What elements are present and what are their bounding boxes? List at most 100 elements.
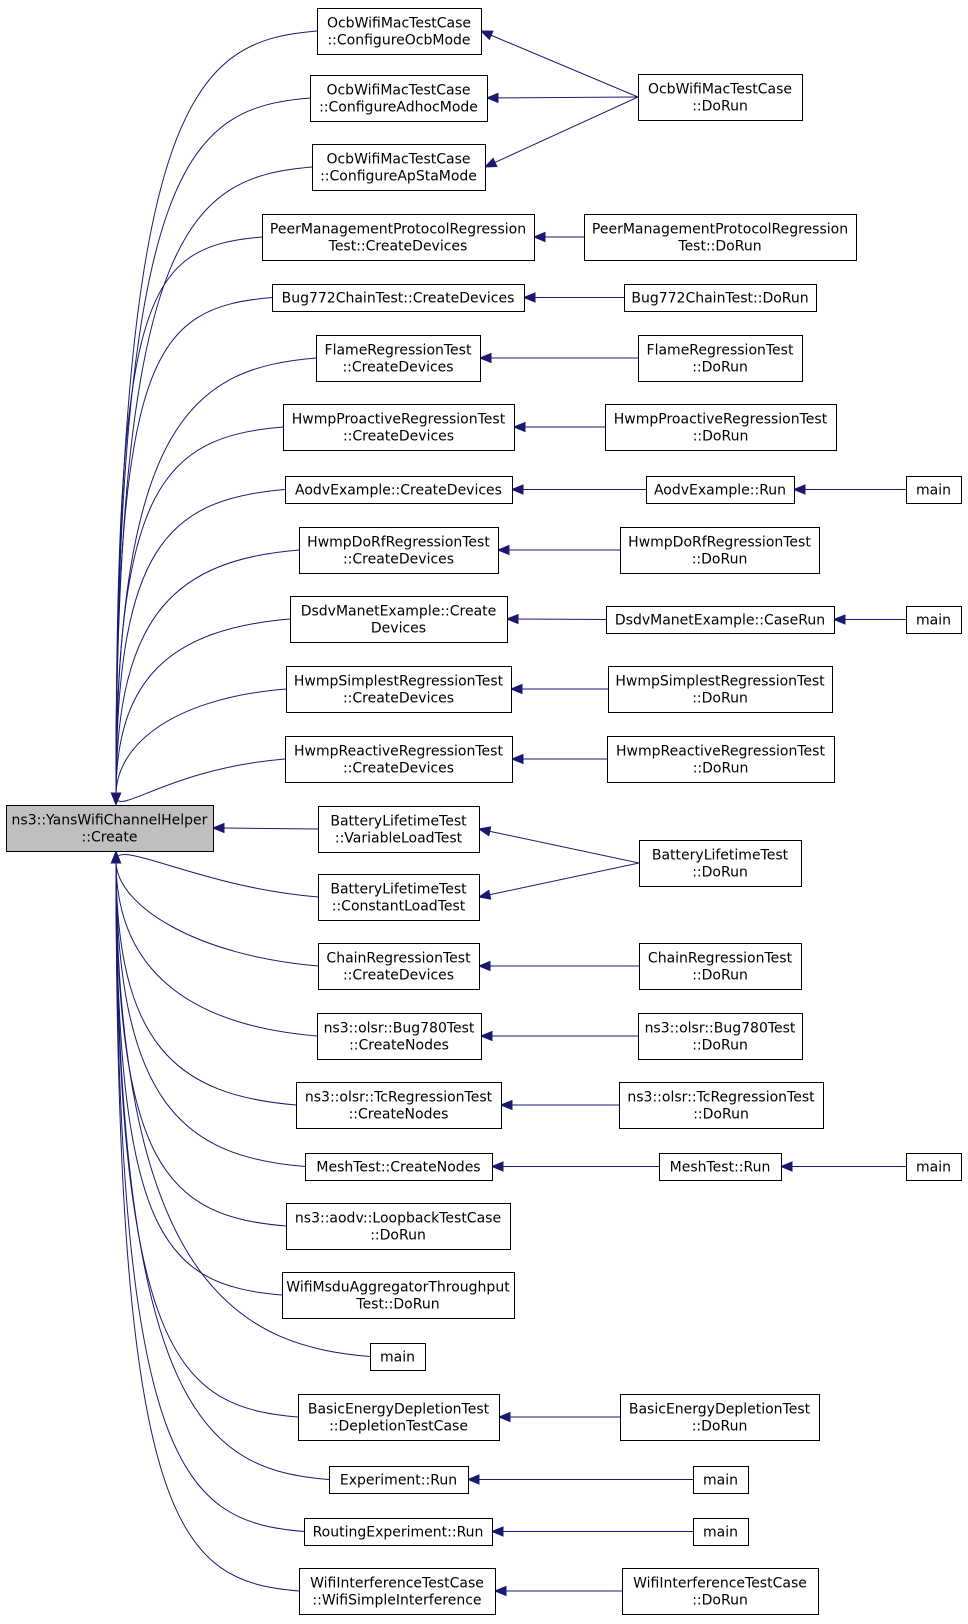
function-node[interactable]: PeerManagementProtocolRegressionTest::Cr… (262, 214, 535, 261)
call-edge (115, 860, 318, 1037)
function-node[interactable]: Bug772ChainTest::DoRun (624, 284, 817, 312)
function-node[interactable]: OcbWifiMacTestCase::ConfigureOcbMode (317, 8, 482, 55)
edge-arrowhead (512, 421, 526, 433)
function-node[interactable]: main (693, 1518, 749, 1546)
function-node[interactable]: WifiInterferenceTestCase::WifiSimpleInte… (299, 1568, 496, 1615)
function-node[interactable]: HwmpSimplestRegressionTest::DoRun (608, 666, 833, 713)
node-box (906, 606, 962, 634)
function-node[interactable]: ns3::olsr::TcRegressionTest::CreateNodes (296, 1082, 502, 1129)
node-label: main (916, 483, 951, 499)
call-edge (222, 827, 319, 830)
node-box (646, 476, 795, 504)
node-box (693, 1518, 749, 1546)
function-node[interactable]: HwmpProactiveRegressionTest::CreateDevic… (283, 404, 515, 451)
function-node[interactable]: HwmpDoRfRegressionTest::DoRun (620, 527, 820, 574)
function-node[interactable]: AodvExample::CreateDevices (285, 476, 513, 504)
function-node[interactable]: OcbWifiMacTestCase::ConfigureApStaMode (312, 144, 486, 191)
node-label: ns3::olsr::TcRegressionTest (305, 1090, 493, 1106)
edge-arrowhead (477, 889, 492, 900)
call-edge (496, 96, 639, 99)
call-edge (115, 236, 263, 796)
node-label: OcbWifiMacTestCase (648, 82, 792, 98)
node-box (296, 1082, 502, 1129)
function-node[interactable]: main (906, 606, 962, 634)
function-node[interactable]: WifiInterferenceTestCase::DoRun (622, 1568, 819, 1615)
node-label: Bug772ChainTest::DoRun (631, 291, 808, 307)
function-node[interactable]: DsdvManetExample::CreateDevices (290, 596, 508, 643)
node-box (317, 8, 482, 55)
node-label: WifiInterferenceTestCase (310, 1576, 484, 1592)
node-box (608, 666, 833, 713)
function-node[interactable]: HwmpSimplestRegressionTest::CreateDevice… (286, 666, 512, 713)
node-label: ::DoRun (692, 99, 748, 115)
function-node[interactable]: BasicEnergyDepletionTest::DoRun (620, 1394, 820, 1441)
node-label: ::CreateDevices (343, 968, 454, 984)
function-node[interactable]: BatteryLifetimeTest::VariableLoadTest (318, 806, 480, 853)
function-node[interactable]: ChainRegressionTest::CreateDevices (318, 943, 480, 990)
edge-arrowhead (832, 614, 846, 625)
node-label: ::CreateDevices (342, 360, 453, 376)
function-node[interactable]: ns3::olsr::Bug780Test::CreateNodes (317, 1013, 482, 1060)
function-node[interactable]: DsdvManetExample::CaseRun (606, 606, 835, 634)
function-node[interactable]: main (370, 1343, 426, 1371)
function-node[interactable]: OcbWifiMacTestCase::ConfigureAdhocMode (310, 75, 488, 122)
node-label: PeerManagementProtocolRegression (592, 222, 848, 238)
node-label: ::DoRun (693, 1107, 749, 1123)
function-node[interactable]: ns3::olsr::TcRegressionTest::DoRun (619, 1082, 824, 1129)
call-edge (115, 860, 330, 1480)
function-node[interactable]: HwmpReactiveRegressionTest::DoRun (607, 736, 835, 783)
function-node[interactable]: main (906, 1153, 962, 1181)
function-node[interactable]: BasicEnergyDepletionTest::DepletionTestC… (298, 1394, 500, 1441)
function-node[interactable]: FlameRegressionTest::CreateDevices (316, 335, 481, 382)
node-box (620, 527, 820, 574)
function-node[interactable]: ns3::olsr::Bug780Test::DoRun (638, 1013, 803, 1060)
function-node[interactable]: PeerManagementProtocolRegressionTest::Do… (584, 214, 857, 261)
function-node[interactable]: MeshTest::Run (659, 1153, 782, 1181)
node-label: WifiMsduAggregatorThroughput (286, 1280, 510, 1296)
node-label: Test::DoRun (677, 239, 761, 255)
function-node[interactable]: FlameRegressionTest::DoRun (638, 335, 803, 382)
edge-layer (110, 30, 906, 1597)
node-box (584, 214, 857, 261)
call-edge (488, 862, 640, 896)
function-node[interactable]: main (693, 1466, 749, 1494)
node-label: ::VariableLoadTest (335, 831, 463, 847)
node-label: main (703, 1473, 738, 1489)
node-label: ::DoRun (692, 360, 748, 376)
node-box (272, 284, 525, 312)
function-node[interactable]: HwmpProactiveRegressionTest::DoRun (605, 404, 837, 451)
function-node[interactable]: MeshTest::CreateNodes (305, 1153, 493, 1181)
function-node[interactable]: AodvExample::Run (646, 476, 795, 504)
function-node[interactable]: BatteryLifetimeTest::ConstantLoadTest (318, 874, 480, 921)
node-box (317, 1013, 482, 1060)
node-label: MeshTest::Run (670, 1160, 771, 1176)
node-label: Experiment::Run (340, 1473, 457, 1489)
node-box (619, 1082, 824, 1129)
function-node[interactable]: main (906, 476, 962, 504)
node-box (286, 666, 512, 713)
root-node[interactable]: ns3::YansWifiChannelHelper::Create (6, 805, 214, 852)
function-node[interactable]: Experiment::Run (329, 1466, 469, 1494)
node-box (305, 1153, 493, 1181)
function-node[interactable]: Bug772ChainTest::CreateDevices (272, 284, 525, 312)
edge-arrowhead (478, 352, 492, 364)
node-label: main (703, 1525, 738, 1541)
function-node[interactable]: BatteryLifetimeTest::DoRun (639, 840, 802, 887)
function-node[interactable]: ChainRegressionTest::DoRun (639, 943, 802, 990)
node-box (310, 75, 488, 122)
edge-arrowhead (499, 1099, 513, 1111)
call-edge (115, 860, 283, 1296)
node-label: HwmpDoRfRegressionTest (628, 535, 811, 551)
function-node[interactable]: ns3::aodv::LoopbackTestCase::DoRun (286, 1203, 511, 1250)
node-label: Test::DoRun (355, 1297, 439, 1313)
node-box (6, 805, 214, 852)
function-node[interactable]: HwmpDoRfRegressionTest::CreateDevices (299, 527, 499, 574)
function-node[interactable]: OcbWifiMacTestCase::DoRun (638, 74, 803, 121)
function-node[interactable]: RoutingExperiment::Run (304, 1518, 493, 1546)
node-box (659, 1153, 782, 1181)
node-label: OcbWifiMacTestCase (326, 152, 470, 168)
function-node[interactable]: HwmpReactiveRegressionTest::CreateDevice… (285, 736, 513, 783)
node-box (318, 806, 480, 853)
